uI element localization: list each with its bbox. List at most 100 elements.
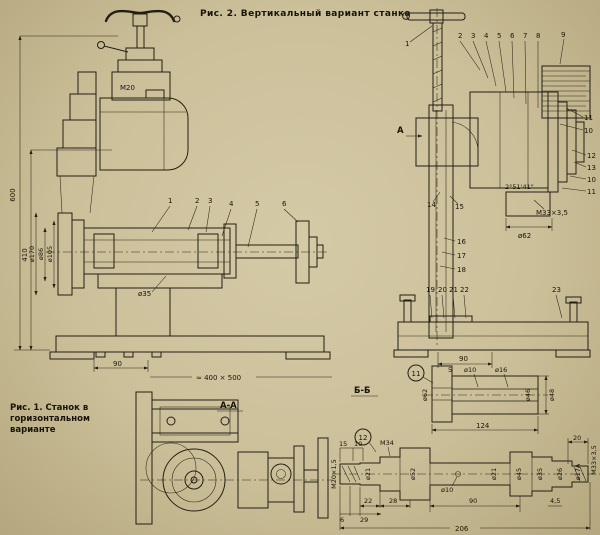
spindle-head	[469, 91, 549, 189]
dim-p11-d48: ø48	[548, 389, 556, 401]
callout-s19: 19	[426, 286, 435, 294]
dim-p12-thread-left: М20×1,5	[330, 459, 338, 489]
dim-410: 410	[21, 248, 29, 261]
dim-d170: ø170	[28, 246, 36, 262]
dim-p12-28: 28	[389, 497, 397, 505]
dim-p12-d17: ø17А	[574, 463, 582, 480]
swivel-clamp	[415, 117, 479, 167]
callout-s16: 16	[457, 238, 466, 246]
dim-p12-22: 22	[364, 497, 372, 505]
fig1-caption-line1: Рис. 1. Станок в	[10, 403, 88, 413]
fig2-caption: Рис. 2. Вертикальный вариант станка	[200, 9, 411, 19]
dim-p12-m34: М34	[380, 439, 394, 447]
callout-4: 4	[229, 200, 234, 208]
part-bubble-11	[407, 364, 425, 382]
callout-s17: 17	[457, 252, 466, 260]
dim-footprint: ≈ 400 × 500	[196, 374, 241, 382]
detail-part-12: 12 М20×1,5 ø21 ø52 ø21 ø45 ø35 ø26 ø17А …	[330, 428, 600, 533]
callout-s3: 3	[471, 32, 475, 40]
callout-s5: 5	[497, 32, 501, 40]
dim-p12-thread-right: М33×3,5	[590, 445, 598, 475]
column	[428, 104, 454, 339]
callout-s10b: 10	[587, 176, 596, 184]
section-bb-label: Б-Б	[354, 386, 371, 396]
part-bubble-12	[354, 428, 372, 446]
mounting-plate	[135, 391, 153, 525]
top-handle	[406, 12, 466, 21]
dim-p12-d10: ø10	[441, 486, 453, 494]
fig1-caption-line3: варианте	[10, 425, 56, 435]
dim-90-front: 90	[113, 360, 122, 368]
callout-s4: 4	[484, 32, 489, 40]
dim-p11-d16: ø16	[495, 366, 507, 374]
lead-screw	[432, 22, 443, 112]
dim-p12-d21b: ø21	[490, 468, 498, 480]
dim-p12-d35: ø35	[536, 468, 544, 480]
dim-p12-15: 15	[339, 440, 347, 448]
bubble-11-label: 11	[412, 370, 421, 378]
fig2-side-view: 1 2 3 4 5 6 7 8 9 А 11 10 12 13 10 11 2°…	[393, 8, 596, 368]
dim-p12-29: 29	[360, 516, 368, 524]
cone-pulley	[56, 71, 97, 214]
callout-s1: 1	[405, 40, 409, 48]
callout-6: 6	[282, 200, 287, 208]
dim-p11-d46: ø46	[524, 389, 532, 401]
dim-600: 600	[9, 188, 17, 201]
section-aa-label: А-А	[220, 401, 237, 411]
dim-angle: 2°51'41"	[505, 183, 534, 191]
dim-d62-side: ø62	[518, 232, 531, 240]
callout-s8: 8	[536, 32, 540, 40]
spindle-assembly	[46, 212, 330, 296]
callout-5: 5	[255, 200, 259, 208]
dim-p12-d52: ø52	[409, 468, 417, 480]
dim-p11-124: 124	[476, 422, 490, 430]
dim-p11-d10: ø10	[464, 366, 476, 374]
dim-d105: ø105	[46, 246, 54, 262]
dim-p12-10: 10	[354, 440, 362, 448]
callout-s18: 18	[457, 266, 466, 274]
feed-knob	[97, 41, 105, 49]
dim-p12-6: 6	[340, 516, 344, 524]
dim-p11-d62: ø62	[421, 389, 429, 401]
motor	[99, 97, 189, 171]
dim-p12-45: 4,5	[550, 497, 560, 505]
detail-part-11: 11 Б-Б 5 ø10 ø16 ø62 ø46 ø48 124	[351, 364, 556, 434]
dim-p12-d21a: ø21	[364, 468, 372, 480]
bubble-12-label: 12	[359, 434, 368, 442]
dim-p12-d45: ø45	[515, 468, 523, 480]
dim-p12-20: 20	[573, 434, 581, 442]
dim-p12-206: 206	[455, 525, 469, 533]
callout-s21: 21	[449, 286, 458, 294]
callout-s15: 15	[455, 203, 464, 211]
dim-p12-90: 90	[469, 497, 477, 505]
fig1-caption-line2: горизонтальном	[10, 414, 90, 424]
dim-90-side: 90	[459, 355, 468, 363]
dim-m20: М20	[120, 84, 135, 92]
callout-s9: 9	[561, 31, 565, 39]
pulley-fins	[541, 65, 591, 119]
dim-d35: ø35	[138, 290, 151, 298]
fig2-front-view: 600 410 ø170 ø86 ø105 М20 1 2 3 4 5 6 ø3…	[9, 9, 332, 382]
callout-s7: 7	[523, 32, 527, 40]
callout-s10a: 10	[584, 127, 593, 135]
spindle-nose	[505, 191, 551, 217]
callout-1: 1	[168, 197, 172, 205]
callout-3: 3	[208, 197, 212, 205]
dim-p11-5: 5	[448, 366, 452, 374]
section-mark-a: А	[397, 126, 404, 136]
base-front	[49, 335, 331, 360]
callout-s11b: 11	[587, 188, 596, 196]
callout-s2: 2	[458, 32, 462, 40]
callout-s13: 13	[587, 164, 596, 172]
dim-m33-side: М33×3,5	[536, 209, 568, 217]
callout-s22: 22	[460, 286, 469, 294]
base-side	[393, 294, 591, 358]
callout-s6: 6	[510, 32, 515, 40]
dim-p12-d26: ø26	[556, 468, 564, 480]
callout-s12: 12	[587, 152, 596, 160]
callout-2: 2	[195, 197, 199, 205]
fig1-horizontal-view: Рис. 1. Станок в горизонтальном варианте…	[10, 391, 332, 525]
callout-s14: 14	[427, 201, 436, 209]
